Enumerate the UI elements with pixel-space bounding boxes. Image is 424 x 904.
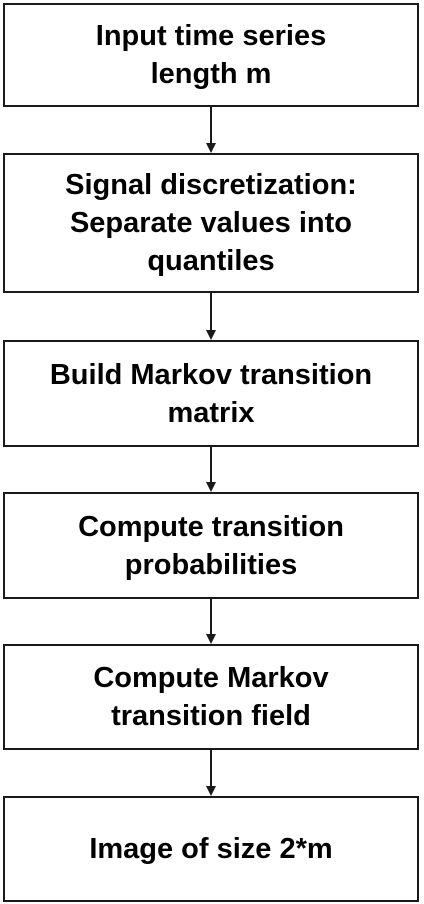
step-probabilities-box: Compute transition probabilities: [3, 492, 419, 599]
step-field-label: Compute Markov transition field: [93, 662, 329, 732]
step-discretization-box: Signal discretization: Separate values i…: [3, 153, 419, 293]
step-build-matrix-label: Build Markov transition matrix: [49, 358, 373, 429]
step-build-matrix-box: Build Markov transition matrix: [3, 340, 419, 447]
step-probabilities-label: Compute transition probabilities: [78, 510, 344, 581]
step-field-box: Compute Markov transition field: [3, 644, 419, 750]
step-input-box: Input time series length m: [3, 3, 419, 107]
step-image-label: Image of size 2*m: [89, 833, 333, 865]
step-input-label: Input time series length m: [95, 20, 327, 90]
step-discretization-label: Signal discretization: Separate values i…: [65, 169, 357, 277]
step-image-box: Image of size 2*m: [3, 796, 419, 902]
